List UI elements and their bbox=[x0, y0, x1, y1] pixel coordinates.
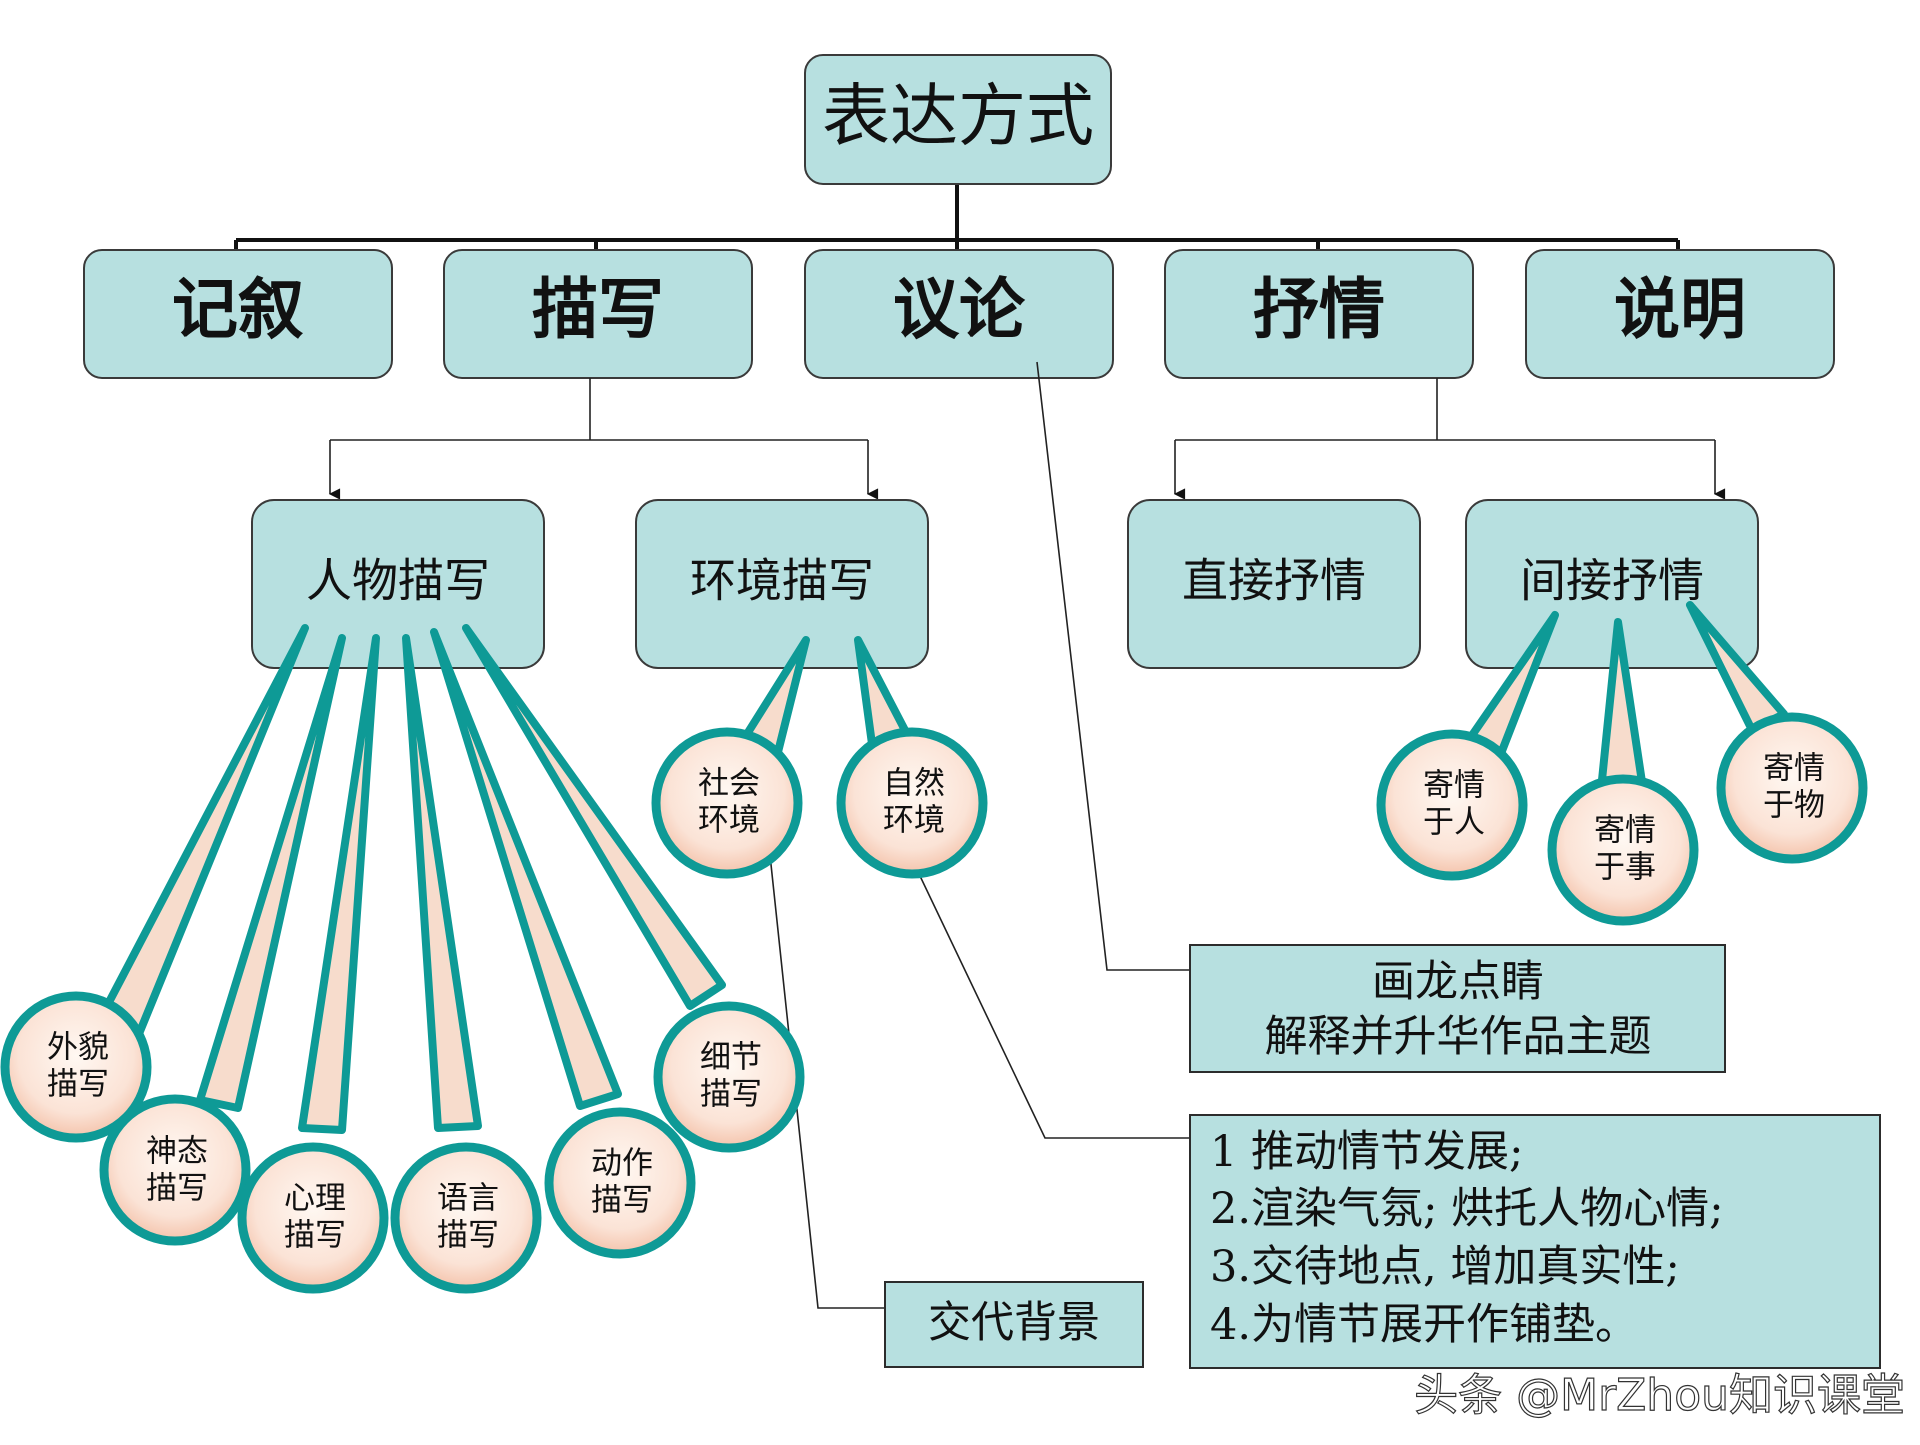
svg-text:4.为情节展开作铺垫。: 4.为情节展开作铺垫。 bbox=[1210, 1300, 1638, 1350]
indirect-lyric-label: 间接抒情 bbox=[1520, 554, 1704, 608]
bubble-emotion-person: 寄情 于人 bbox=[1376, 611, 1559, 881]
mode-node-argument: 议论 bbox=[804, 249, 1114, 379]
environment-description-label: 环境描写 bbox=[690, 554, 874, 608]
bubble-psychology: 心理 描写 bbox=[237, 634, 389, 1294]
svg-text:3.交待地点, 增加真实性;: 3.交待地点, 增加真实性; bbox=[1210, 1242, 1680, 1292]
svg-text:外貌: 外貌 bbox=[47, 1030, 109, 1066]
svg-text:动作: 动作 bbox=[591, 1146, 653, 1182]
svg-text:社会: 社会 bbox=[698, 766, 760, 802]
root-node: 表达方式 bbox=[804, 54, 1112, 185]
mode-label: 抒情 bbox=[1253, 271, 1385, 348]
character-bubbles: 外貌 描写 神态 描写 心理 描写 语言 描写 动作 描写 bbox=[0, 624, 805, 1294]
mode-node-description: 描写 bbox=[443, 249, 753, 379]
callout-leaders bbox=[769, 361, 1190, 1309]
bubble-nature: 自然 环境 bbox=[836, 636, 988, 879]
svg-text:环境: 环境 bbox=[698, 803, 760, 839]
bubble-language: 语言 描写 bbox=[390, 634, 542, 1294]
svg-text:交代背景: 交代背景 bbox=[928, 1298, 1100, 1348]
society-note: 交代背景 bbox=[884, 1281, 1144, 1368]
svg-text:描写: 描写 bbox=[437, 1218, 499, 1254]
environment-bubbles: 社会 环境 自然 环境 bbox=[651, 636, 988, 879]
root-label: 表达方式 bbox=[822, 78, 1094, 157]
mode-label: 议论 bbox=[893, 271, 1026, 348]
indirect-lyric-bubbles: 寄情 于人 寄情 于事 寄情 于物 bbox=[1376, 601, 1868, 926]
character-description-label: 人物描写 bbox=[306, 554, 490, 608]
svg-text:环境: 环境 bbox=[883, 803, 945, 839]
mode-node-narration: 记叙 bbox=[83, 249, 393, 379]
mode-label: 说明 bbox=[1614, 271, 1746, 348]
bubble-detail: 细节 描写 bbox=[462, 624, 805, 1153]
character-description-node: 人物描写 bbox=[251, 499, 545, 669]
svg-text:于事: 于事 bbox=[1594, 850, 1656, 886]
svg-text:画龙点睛: 画龙点睛 bbox=[1372, 957, 1544, 1007]
root-connectors bbox=[234, 184, 1680, 250]
bubble-emotion-object: 寄情 于物 bbox=[1686, 601, 1868, 864]
mode-label: 描写 bbox=[532, 271, 664, 348]
svg-text:描写: 描写 bbox=[700, 1077, 762, 1113]
svg-text:细节: 细节 bbox=[700, 1040, 762, 1076]
bubble-emotion-event: 寄情 于事 bbox=[1547, 618, 1699, 926]
bubble-society: 社会 环境 bbox=[651, 636, 810, 879]
svg-text:1 推动情节发展;: 1 推动情节发展; bbox=[1210, 1127, 1524, 1177]
argument-note: 画龙点睛 解释并升华作品主题 bbox=[1189, 944, 1726, 1073]
svg-text:解释并升华作品主题: 解释并升华作品主题 bbox=[1265, 1012, 1652, 1062]
description-connectors bbox=[328, 378, 879, 500]
svg-text:寄情: 寄情 bbox=[1594, 813, 1656, 849]
svg-text:于人: 于人 bbox=[1423, 805, 1485, 841]
svg-text:自然: 自然 bbox=[883, 766, 945, 802]
mode-node-exposition: 说明 bbox=[1525, 249, 1835, 379]
nature-note: 1 推动情节发展; 2.渲染气氛; 烘托人物心情; 3.交待地点, 增加真实性;… bbox=[1189, 1114, 1881, 1369]
environment-description-node: 环境描写 bbox=[635, 499, 929, 669]
direct-lyric-node: 直接抒情 bbox=[1127, 499, 1421, 669]
svg-text:描写: 描写 bbox=[591, 1183, 653, 1219]
svg-text:于物: 于物 bbox=[1763, 788, 1825, 824]
svg-text:描写: 描写 bbox=[146, 1171, 208, 1207]
svg-text:神态: 神态 bbox=[146, 1134, 208, 1170]
svg-text:描写: 描写 bbox=[284, 1218, 346, 1254]
lyric-connectors bbox=[1173, 378, 1726, 500]
svg-text:寄情: 寄情 bbox=[1763, 751, 1825, 787]
bubble-expression: 神态 描写 bbox=[99, 634, 346, 1246]
mode-label: 记叙 bbox=[172, 271, 304, 348]
watermark: 头条 @MrZhou知识课堂 bbox=[1414, 1370, 1905, 1421]
svg-text:2.渲染气氛; 烘托人物心情;: 2.渲染气氛; 烘托人物心情; bbox=[1210, 1184, 1724, 1234]
indirect-lyric-node: 间接抒情 bbox=[1465, 499, 1759, 669]
svg-text:语言: 语言 bbox=[437, 1181, 499, 1217]
bubble-action: 动作 描写 bbox=[430, 628, 696, 1259]
mode-node-lyric: 抒情 bbox=[1164, 249, 1474, 379]
direct-lyric-label: 直接抒情 bbox=[1182, 554, 1366, 608]
bubble-appearance: 外貌 描写 bbox=[0, 624, 309, 1143]
svg-text:描写: 描写 bbox=[47, 1067, 109, 1103]
svg-text:心理: 心理 bbox=[284, 1181, 346, 1217]
svg-text:寄情: 寄情 bbox=[1423, 768, 1485, 804]
